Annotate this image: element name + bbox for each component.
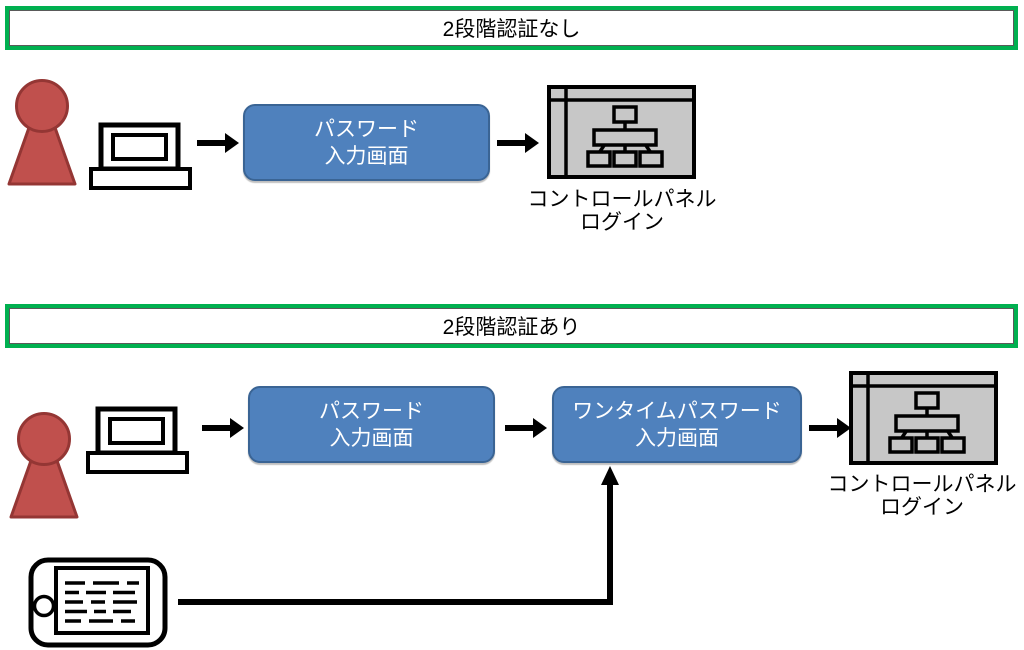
computer-icon	[89, 122, 192, 190]
section-header-with-2fa: 2段階認証あり	[5, 304, 1018, 348]
arrow-right-icon	[809, 418, 851, 438]
tablet-icon	[28, 557, 168, 648]
control-panel-label-line1: コントロールパネル	[527, 188, 717, 211]
otp-screen-box: ワンタイムパスワード 入力画面	[552, 386, 802, 463]
arrow-right-icon	[497, 133, 539, 153]
section-title: 2段階認証あり	[442, 316, 581, 339]
password-screen-line2: 入力画面	[329, 426, 414, 450]
password-screen-line1: パスワード	[319, 399, 424, 423]
control-panel-label: コントロールパネル ログイン	[817, 473, 1024, 519]
control-panel-icon	[547, 85, 696, 179]
arrow-right-icon	[505, 418, 547, 438]
password-screen-box: パスワード 入力画面	[243, 104, 490, 181]
control-panel-icon	[849, 371, 998, 465]
control-panel-label-line2: ログイン	[880, 496, 964, 519]
section-header-no-2fa: 2段階認証なし	[5, 6, 1018, 50]
arrow-right-icon	[202, 418, 244, 438]
otp-screen-line2: 入力画面	[635, 426, 719, 450]
person-icon	[7, 79, 77, 186]
password-screen-box: パスワード 入力画面	[248, 386, 495, 463]
control-panel-label-line2: ログイン	[580, 211, 664, 234]
control-panel-label: コントロールパネル ログイン	[517, 188, 727, 234]
computer-icon	[86, 406, 189, 474]
password-screen-line2: 入力画面	[324, 144, 409, 168]
arrow-right-icon	[197, 133, 239, 153]
password-screen-line1: パスワード	[314, 117, 419, 141]
otp-screen-line1: ワンタイムパスワード	[572, 399, 782, 423]
arrow-elbow-up-icon	[178, 466, 619, 605]
control-panel-label-line1: コントロールパネル	[827, 473, 1017, 496]
person-icon	[9, 412, 79, 519]
section-title: 2段階認証なし	[442, 18, 581, 41]
